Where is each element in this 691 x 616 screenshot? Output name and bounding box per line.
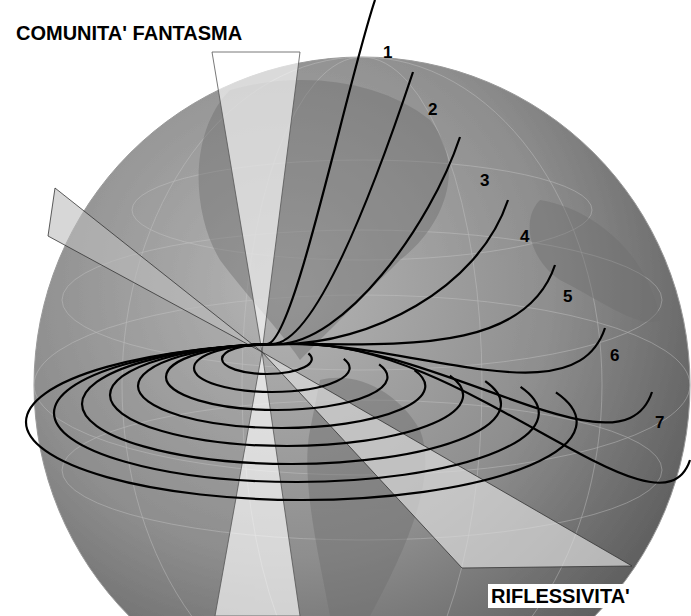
beam-wedge <box>48 188 262 352</box>
callout-number: 4 <box>520 228 529 247</box>
spiral-curve <box>110 265 555 446</box>
beam-label: COMUNITA' FANTASMA <box>16 22 242 44</box>
graticule <box>34 57 690 616</box>
spiral-curve <box>26 344 690 500</box>
spiral-curve <box>54 344 652 482</box>
callout-number: 7 <box>655 414 664 433</box>
callout-number: 3 <box>480 172 489 191</box>
callout-number: 1 <box>383 44 392 63</box>
callout-number: 6 <box>610 347 619 366</box>
beam-wedge <box>262 352 632 568</box>
spiral-curve <box>222 0 375 374</box>
spiral-curves <box>26 0 690 500</box>
beam-wedge <box>212 52 300 352</box>
callout-number: 2 <box>428 101 437 120</box>
callout-number: 5 <box>563 288 572 307</box>
spiral-curve <box>138 200 508 428</box>
globe <box>34 57 690 616</box>
beam-label: RIFLESSIVITA' <box>488 584 633 608</box>
beam-wedges <box>48 52 632 616</box>
